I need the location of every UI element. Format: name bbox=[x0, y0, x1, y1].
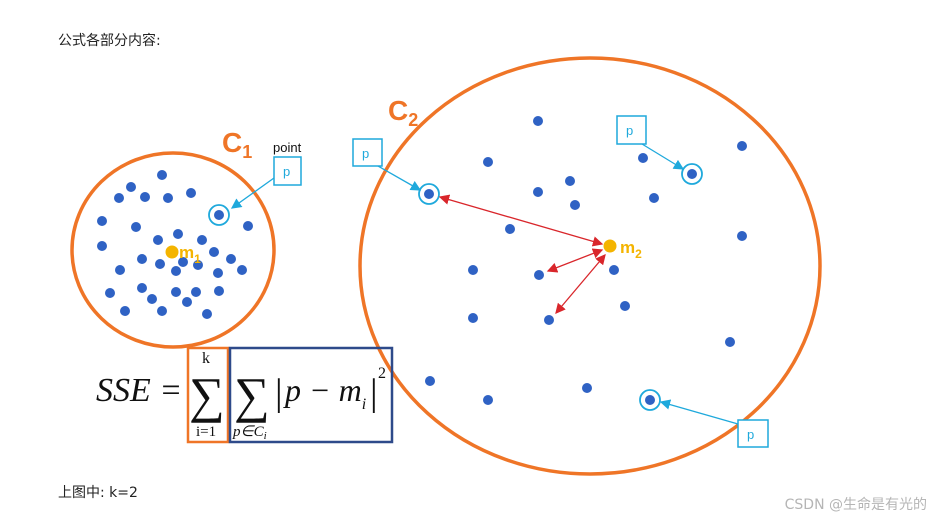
cluster-1-points bbox=[97, 170, 253, 319]
formula-body: p − mi bbox=[283, 372, 366, 413]
callout-arrow bbox=[641, 143, 685, 170]
callout-label: p bbox=[283, 164, 290, 179]
inner-sigma: ∑ bbox=[234, 367, 270, 423]
outer-sum-bottom: i=1 bbox=[196, 424, 216, 440]
cluster-1-label: C1 bbox=[222, 127, 252, 162]
centroid-2-label: m2 bbox=[620, 238, 642, 261]
callout-label: p bbox=[362, 146, 369, 161]
formula-lhs: SSE = bbox=[96, 372, 182, 409]
outer-sum-box bbox=[186, 346, 230, 444]
callout-box bbox=[616, 115, 647, 145]
caption: 上图中: k=2 bbox=[58, 485, 138, 501]
inner-sum-box bbox=[228, 346, 394, 444]
callout-arrow bbox=[230, 177, 275, 209]
cluster-1-boundary bbox=[70, 151, 276, 349]
callout-label: p bbox=[747, 427, 754, 442]
callout-box bbox=[737, 419, 769, 448]
abs-open: | bbox=[275, 372, 283, 414]
formula-exponent: 2 bbox=[378, 365, 386, 382]
sse-formula: SSE = k ∑ i=1 ∑ p∈Ci | p − mi | 2 bbox=[96, 346, 394, 444]
watermark: CSDN @生命是有光的 bbox=[784, 497, 927, 513]
abs-close: | bbox=[370, 372, 378, 414]
highlight-ring bbox=[208, 204, 230, 226]
cluster-2-points bbox=[424, 116, 747, 405]
callout-label: p bbox=[626, 123, 633, 138]
highlight-ring bbox=[681, 163, 703, 185]
outer-sum-top: k bbox=[202, 350, 210, 367]
cluster-2-label: C2 bbox=[388, 95, 418, 130]
callout-arrow bbox=[659, 399, 739, 425]
inner-sum-bottom: p∈Ci bbox=[232, 424, 267, 442]
callout-arrow bbox=[377, 165, 422, 191]
callout-box bbox=[352, 138, 383, 167]
highlight-ring bbox=[418, 183, 440, 205]
cluster-2-boundary bbox=[358, 56, 822, 476]
centroid-1-label: m1 bbox=[179, 243, 201, 266]
point-caption: point bbox=[273, 140, 302, 155]
distance-arrows bbox=[438, 194, 606, 314]
centroid-1 bbox=[165, 245, 179, 259]
outer-sigma: ∑ bbox=[189, 367, 225, 423]
heading: 公式各部分内容: bbox=[58, 33, 161, 49]
centroid-2 bbox=[603, 239, 617, 253]
callout-box bbox=[273, 156, 302, 186]
